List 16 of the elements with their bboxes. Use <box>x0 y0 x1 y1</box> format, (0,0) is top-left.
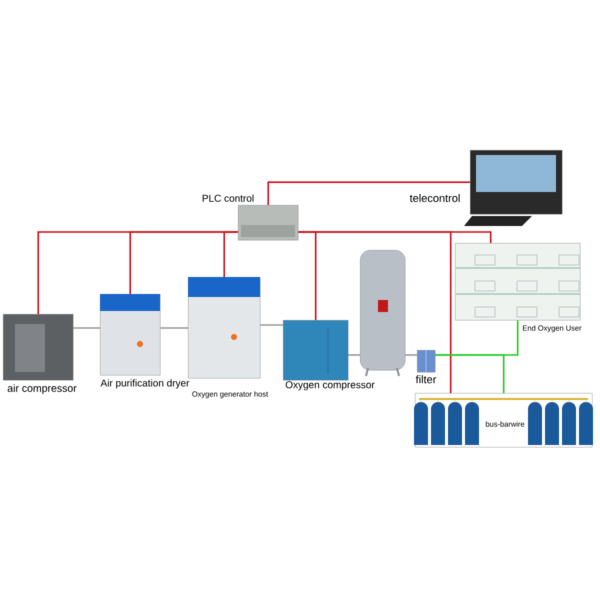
pipe-line <box>405 354 417 356</box>
control-cable <box>223 231 238 277</box>
equipment-label: PLC control <box>202 194 254 202</box>
equipment-label: air compressor <box>8 384 77 394</box>
pipe-line <box>435 354 504 393</box>
equipment-label: telecontrol <box>410 194 460 202</box>
equipment-label: filter <box>416 375 436 384</box>
tank-drawing <box>360 250 406 377</box>
control-cable <box>267 181 470 205</box>
pipe-line <box>260 324 283 326</box>
pipe-line <box>73 327 100 329</box>
control-cable <box>298 231 452 393</box>
pipe-line <box>348 354 360 356</box>
equipment-label: Oxygen compressor <box>286 381 375 390</box>
equipment-label: Air purification dryer <box>100 379 190 389</box>
pipe-line <box>160 327 188 329</box>
